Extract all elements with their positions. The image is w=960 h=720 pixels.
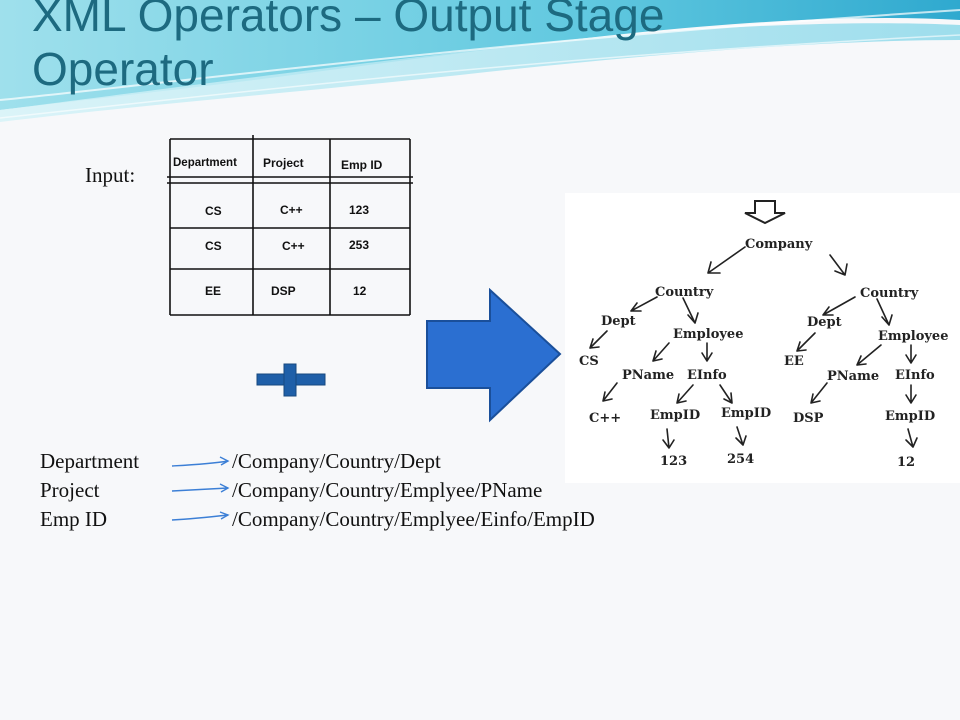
tree-node-left-empid-b: EmpID — [721, 406, 771, 421]
mapping-arrow-icon — [171, 511, 230, 521]
tree-node-right-pname: PName — [827, 369, 879, 384]
mapping-path: /Company/Country/Dept — [232, 449, 441, 473]
mapping-source: Emp ID — [40, 507, 108, 531]
tree-node-right-employee: Employee — [878, 329, 948, 344]
tree-node-left-pname: PName — [622, 368, 674, 383]
output-xml-tree: Company Country Dept CS Employee PName C… — [579, 200, 948, 470]
table-header-project: Project — [263, 156, 304, 170]
table-cell-r1-c1: CS — [205, 204, 222, 218]
table-grid — [167, 135, 413, 316]
tree-node-left-empid-a-value: 123 — [660, 454, 687, 469]
mapping-path: /Company/Country/Emplyee/Einfo/EmpID — [232, 507, 595, 531]
table-cell-r3-c3: 12 — [353, 284, 367, 298]
tree-node-right-empid-value: 12 — [897, 455, 915, 470]
title-line-2: Operator — [32, 43, 214, 95]
tree-node-left-employee: Employee — [673, 327, 743, 342]
tree-edges — [589, 200, 918, 449]
mapping-path: /Company/Country/Emplyee/PName — [232, 478, 543, 502]
output-tree-panel — [565, 193, 960, 483]
tree-node-right-dept: Dept — [807, 315, 842, 330]
table-cell-r1-c3: 123 — [349, 203, 369, 217]
mapping-source: Department — [40, 449, 140, 473]
table-header-department: Department — [173, 157, 237, 169]
mapping-arrow-icon — [171, 456, 230, 467]
tree-node-left-empid-a: EmpID — [650, 408, 700, 423]
tree-node-left-dept-value: CS — [579, 354, 599, 369]
tree-node-right-country: Country — [860, 286, 919, 301]
input-label: Input: — [85, 163, 136, 187]
input-table: Department Project Emp ID CS C++ 123 CS … — [167, 135, 413, 316]
table-cell-r1-c2: C++ — [280, 203, 303, 217]
table-header-emp-id: Emp ID — [341, 158, 383, 172]
table-cell-r3-c1: EE — [205, 284, 221, 298]
tree-node-left-dept: Dept — [601, 314, 636, 329]
tree-node-right-einfo: EInfo — [895, 368, 935, 383]
big-right-arrow-icon — [426, 288, 562, 423]
plus-icon — [256, 363, 326, 397]
tree-node-left-empid-b-value: 254 — [727, 452, 754, 467]
tree-node-right-empid: EmpID — [885, 409, 935, 424]
table-cell-r2-c1: CS — [205, 239, 222, 253]
table-cell-r2-c2: C++ — [282, 239, 305, 253]
table-cell-r2-c3: 253 — [349, 238, 369, 252]
tree-node-right-pname-value: DSP — [793, 411, 824, 426]
tree-node-right-dept-value: EE — [784, 354, 804, 369]
tree-node-left-einfo: EInfo — [687, 368, 727, 383]
tree-node-left-pname-value: C++ — [589, 411, 621, 426]
title-line-1: XML Operators – Output Stage — [32, 0, 665, 41]
header-waves-decoration — [0, 0, 960, 122]
mapping-source: Project — [40, 478, 100, 502]
table-cell-r3-c2: DSP — [271, 284, 296, 298]
tree-node-left-country: Country — [655, 285, 714, 300]
tree-node-company: Company — [745, 237, 813, 252]
mapping-arrow-icon — [171, 483, 230, 493]
slide-title: XML Operators – Output Stage Operator — [32, 0, 932, 96]
